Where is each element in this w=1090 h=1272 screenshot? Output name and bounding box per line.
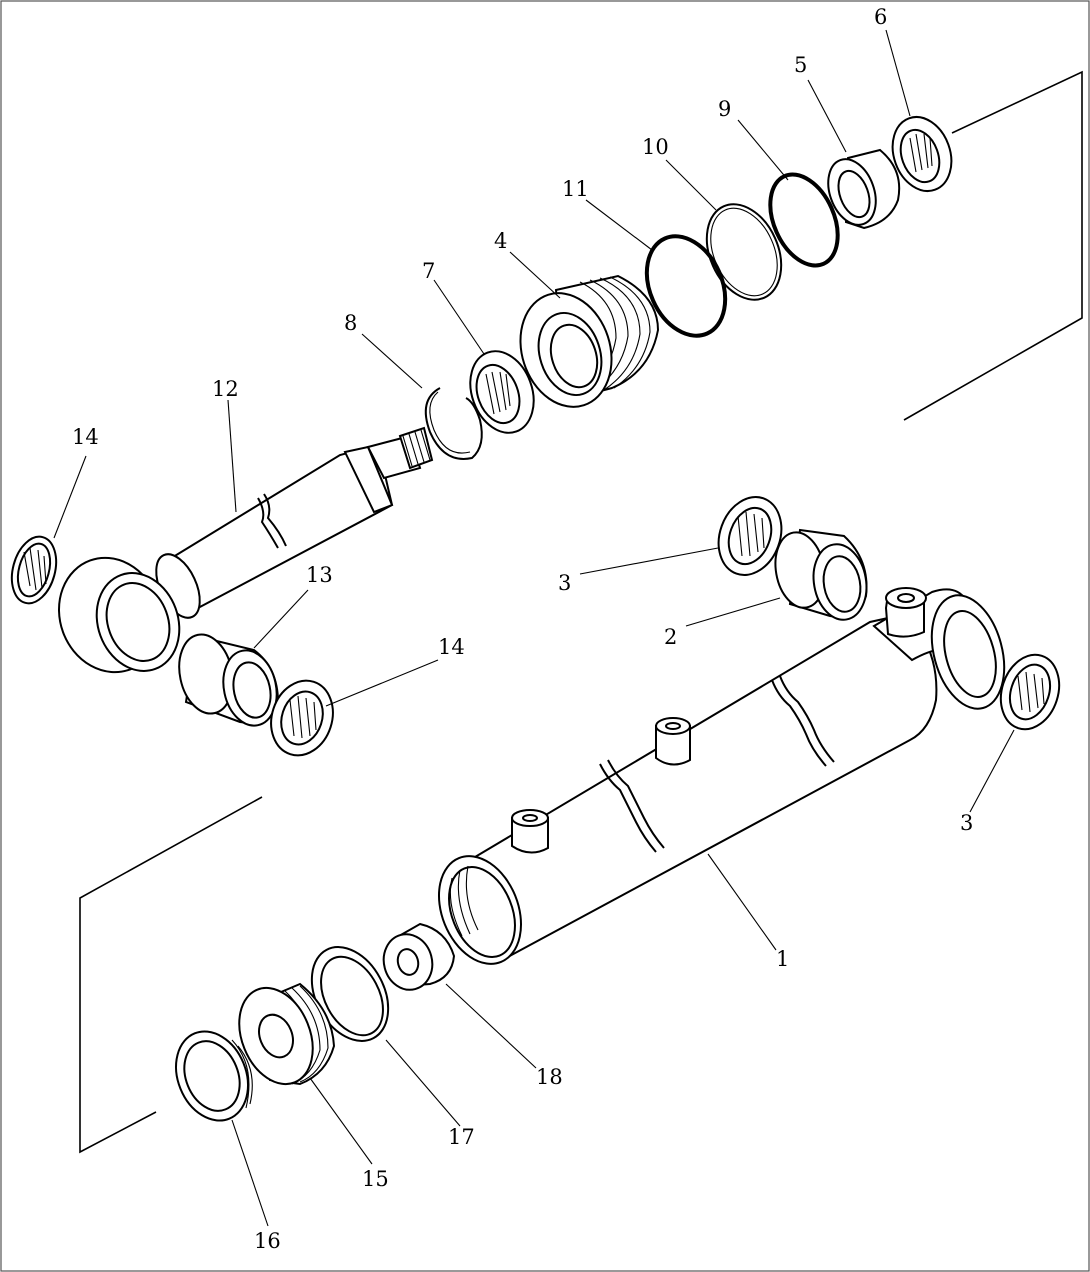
part-16-seal [175,1030,253,1122]
callout-15: 15 [362,1167,389,1191]
callout-1: 1 [776,947,789,971]
callout-7: 7 [422,259,435,283]
callout-3-lower: 3 [960,811,973,835]
part-10-backup-ring [705,203,783,301]
callout-11: 11 [562,177,589,201]
callout-14-right: 14 [438,635,465,659]
part-14-bushing-right [270,679,334,757]
part-15-piston [238,982,336,1086]
part-11-o-ring [644,234,728,338]
callout-14-left: 14 [72,425,99,449]
callout-10: 10 [642,135,669,159]
part-2-bushing [774,528,868,621]
part-8-snap-ring [424,387,483,460]
callout-5: 5 [794,53,807,77]
callout-18: 18 [536,1065,563,1089]
callout-9: 9 [718,97,731,121]
callout-16: 16 [254,1229,281,1253]
leader-lines [53,29,1015,1227]
callout-17: 17 [448,1125,475,1149]
part-13-bushing [178,633,280,727]
part-12-piston-rod [57,426,434,674]
assembly-bracket-upper [903,70,1083,421]
callout-3-upper: 3 [558,571,571,595]
callout-13: 13 [306,563,333,587]
part-14-bushing-left [10,535,58,605]
part-7-bushing [469,350,535,434]
callout-8: 8 [344,311,357,335]
callout-4: 4 [494,229,507,253]
part-5-bushing [827,148,901,230]
callout-2: 2 [664,625,677,649]
assembly-bracket-lower [79,796,263,1154]
part-1-cylinder-tube [437,587,1006,965]
part-18-nut [382,922,456,991]
part-6-bushing [891,116,953,192]
part-4-piston-head [519,274,660,408]
callout-6: 6 [874,5,887,29]
part-3-bushing-lower [999,653,1061,731]
callout-12: 12 [212,377,239,401]
